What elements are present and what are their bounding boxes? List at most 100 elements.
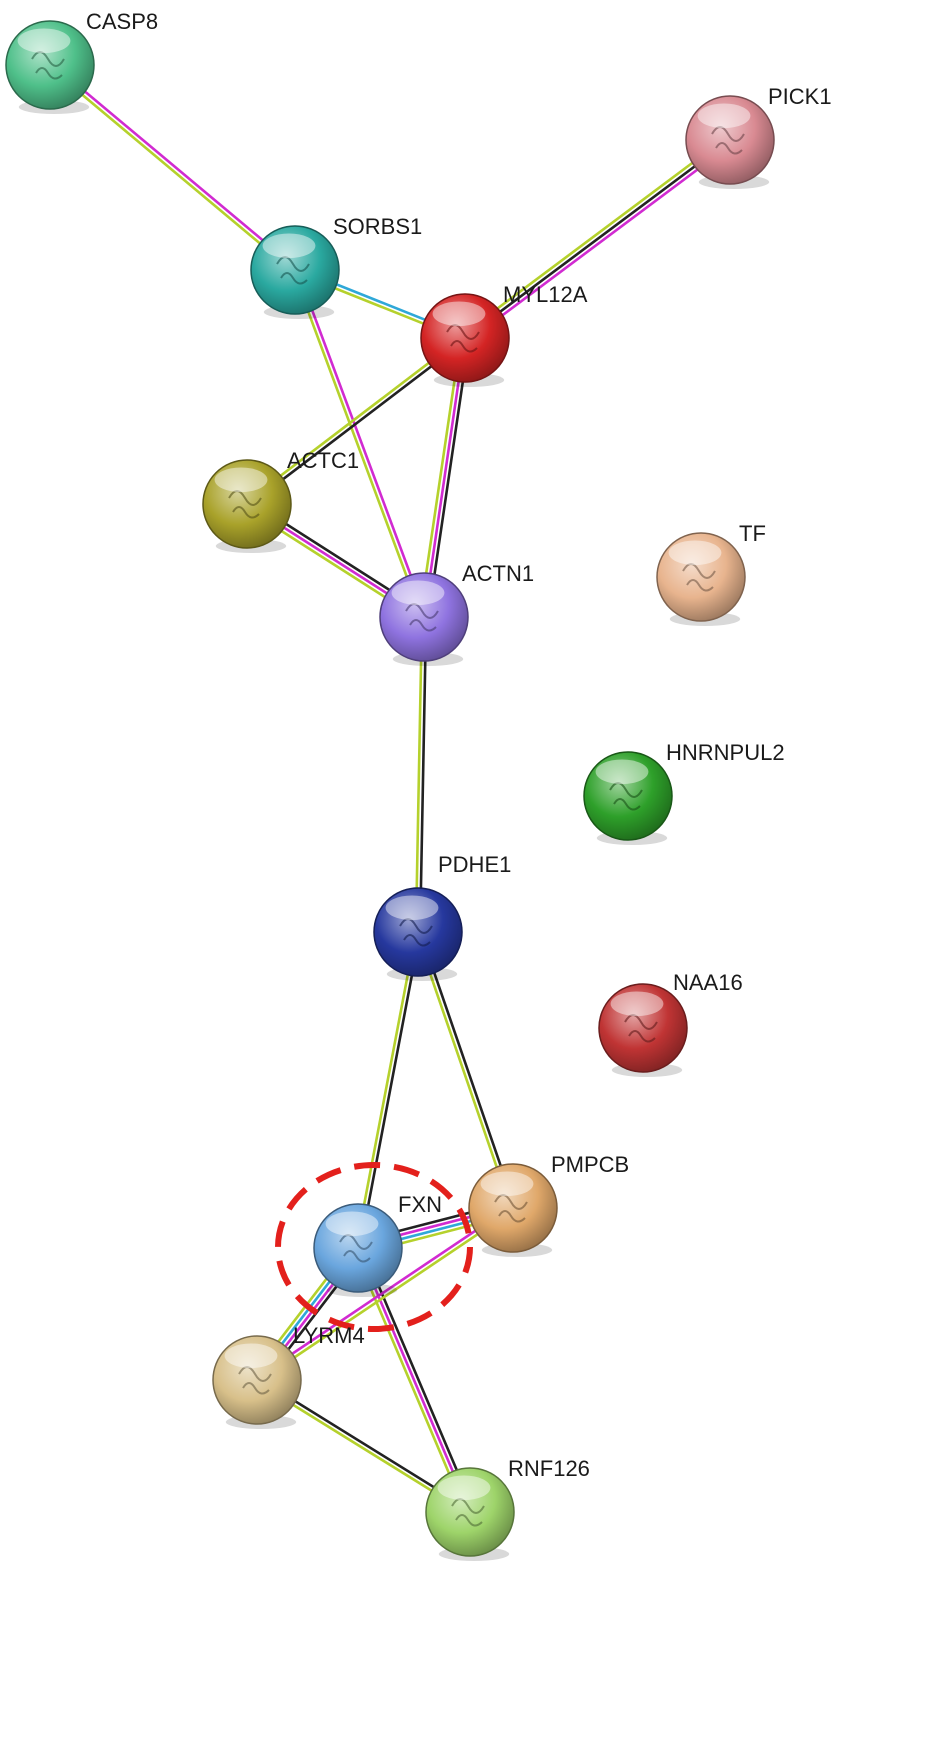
node-label-tf: TF	[739, 521, 766, 546]
node-label-actc1: ACTC1	[287, 448, 359, 473]
edge-strand-yellowgreen	[414, 931, 513, 1210]
edge-strand-black	[418, 615, 428, 934]
node-sphere	[379, 572, 469, 662]
node-casp8[interactable]: CASP8	[5, 9, 158, 114]
node-gloss	[697, 103, 751, 129]
edge-strand-yellowgreen	[461, 135, 729, 336]
node-gloss	[224, 1343, 278, 1369]
edge-strand-black	[426, 337, 471, 619]
node-label-rnf126: RNF126	[508, 1456, 590, 1481]
node-label-fxn: FXN	[398, 1192, 442, 1217]
node-label-casp8: CASP8	[86, 9, 158, 34]
node-label-pdhe1: PDHE1	[438, 852, 511, 877]
node-sphere	[202, 459, 292, 549]
edge-strand-black	[358, 931, 422, 1250]
protein-structure-icon	[31, 51, 65, 80]
protein-structure-icon	[228, 490, 262, 519]
edge-pdhe1-fxn	[354, 930, 422, 1250]
edge-strand-magenta	[50, 62, 298, 270]
node-hnrnpul2[interactable]: HNRNPUL2	[583, 740, 785, 845]
node-sorbs1[interactable]: SORBS1	[250, 214, 422, 319]
node-gloss	[262, 233, 316, 259]
protein-structure-icon	[711, 126, 745, 155]
highlight-ring-fxn	[275, 1162, 473, 1332]
node-sphere	[468, 1163, 558, 1253]
node-label-naa16: NAA16	[673, 970, 743, 995]
node-fxn[interactable]: FXN	[313, 1192, 442, 1297]
node-sphere	[425, 1467, 515, 1557]
edge-pick1-myl12a	[461, 135, 734, 343]
node-sphere	[373, 887, 463, 977]
node-sphere	[656, 532, 746, 622]
node-gloss	[385, 895, 439, 921]
node-label-hnrnpul2: HNRNPUL2	[666, 740, 785, 765]
edge-fxn-rnf126	[352, 1245, 476, 1515]
node-gloss	[480, 1171, 534, 1197]
node-gloss	[595, 759, 649, 785]
node-gloss	[214, 467, 268, 493]
node-lyrm4[interactable]: LYRM4	[212, 1323, 365, 1429]
node-pmpcb[interactable]: PMPCB	[468, 1152, 629, 1257]
edge-strand-black	[360, 1245, 476, 1512]
protein-structure-icon	[451, 1498, 485, 1527]
edge-myl12a-actn1	[418, 336, 471, 619]
edge-sorbs1-actn1	[291, 267, 428, 620]
node-gloss	[17, 28, 71, 54]
node-tf[interactable]: TF	[656, 521, 766, 626]
node-sphere	[685, 95, 775, 185]
node-sphere	[250, 225, 340, 315]
node-label-lyrm4: LYRM4	[293, 1323, 365, 1348]
edge-pdhe1-pmpcb	[414, 930, 517, 1210]
node-sphere	[583, 751, 673, 841]
protein-structure-icon	[339, 1234, 373, 1263]
node-sphere	[212, 1335, 302, 1425]
node-rnf126[interactable]: RNF126	[425, 1456, 590, 1561]
edge-strand-magenta	[422, 336, 467, 619]
edge-strand-yellowgreen	[352, 1248, 468, 1515]
edge-strand-magenta	[295, 267, 428, 618]
edge-strand-magenta	[356, 1246, 472, 1514]
node-label-pmpcb: PMPCB	[551, 1152, 629, 1177]
node-pdhe1[interactable]: PDHE1	[373, 852, 511, 981]
node-gloss	[610, 991, 664, 1017]
node-pick1[interactable]: PICK1	[685, 84, 832, 189]
edge-strand-magenta	[466, 142, 734, 343]
edge-strand-yellowgreen	[291, 269, 424, 620]
node-gloss	[668, 540, 722, 566]
node-label-sorbs1: SORBS1	[333, 214, 422, 239]
edge-strand-yellowgreen	[414, 615, 424, 934]
protein-structure-icon	[446, 324, 480, 353]
node-actc1[interactable]: ACTC1	[202, 448, 359, 553]
node-label-pick1: PICK1	[768, 84, 832, 109]
protein-structure-icon	[494, 1194, 528, 1223]
protein-structure-icon	[682, 563, 716, 592]
edge-strand-yellowgreen	[47, 65, 295, 273]
protein-structure-icon	[609, 782, 643, 811]
node-gloss	[325, 1211, 379, 1237]
edge-lyrm4-pmpcb	[254, 1204, 516, 1384]
protein-structure-icon	[238, 1366, 272, 1395]
edge-strand-black	[246, 338, 468, 507]
node-actn1[interactable]: ACTN1	[379, 561, 534, 666]
node-myl12a[interactable]: MYL12A	[420, 282, 588, 387]
protein-structure-icon	[405, 603, 439, 632]
node-sphere	[5, 20, 95, 110]
node-sphere	[420, 293, 510, 383]
edge-strand-yellowgreen	[256, 1208, 516, 1384]
node-label-actn1: ACTN1	[462, 561, 534, 586]
protein-structure-icon	[624, 1014, 658, 1043]
highlight-ring-layer	[275, 1162, 473, 1332]
edge-strand-magenta	[254, 1204, 514, 1380]
protein-structure-icon	[399, 918, 433, 947]
node-gloss	[437, 1475, 491, 1501]
node-gloss	[391, 580, 445, 606]
node-sphere	[313, 1203, 403, 1293]
edge-strand-yellowgreen	[244, 335, 466, 504]
node-label-myl12a: MYL12A	[503, 282, 588, 307]
edge-myl12a-actc1	[244, 335, 468, 507]
node-naa16[interactable]: NAA16	[598, 970, 743, 1077]
edge-strand-black	[463, 138, 732, 340]
edge-strand-yellowgreen	[354, 930, 418, 1249]
